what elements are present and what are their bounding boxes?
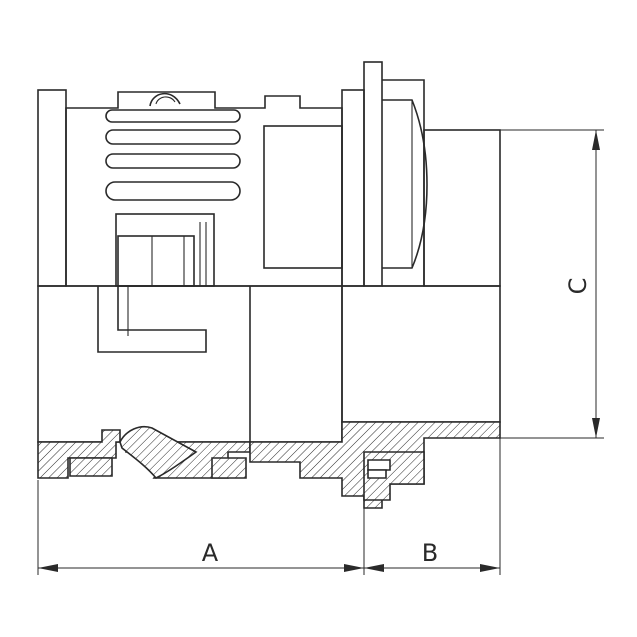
nut-flange <box>341 61 501 287</box>
connector-upper-body <box>37 89 343 287</box>
extension-lines <box>37 129 604 575</box>
latch-window <box>115 213 215 287</box>
dimension-b-label: B <box>422 539 438 567</box>
dimension-a-label: A <box>202 539 219 567</box>
section-hatching <box>37 421 501 509</box>
dimension-b: B <box>364 539 500 572</box>
dimension-a: A <box>38 539 364 572</box>
dimension-c-label: C <box>564 278 592 295</box>
dimension-c: C <box>564 130 600 438</box>
connector-lower-body <box>37 285 501 443</box>
grip-ribs <box>105 92 241 201</box>
